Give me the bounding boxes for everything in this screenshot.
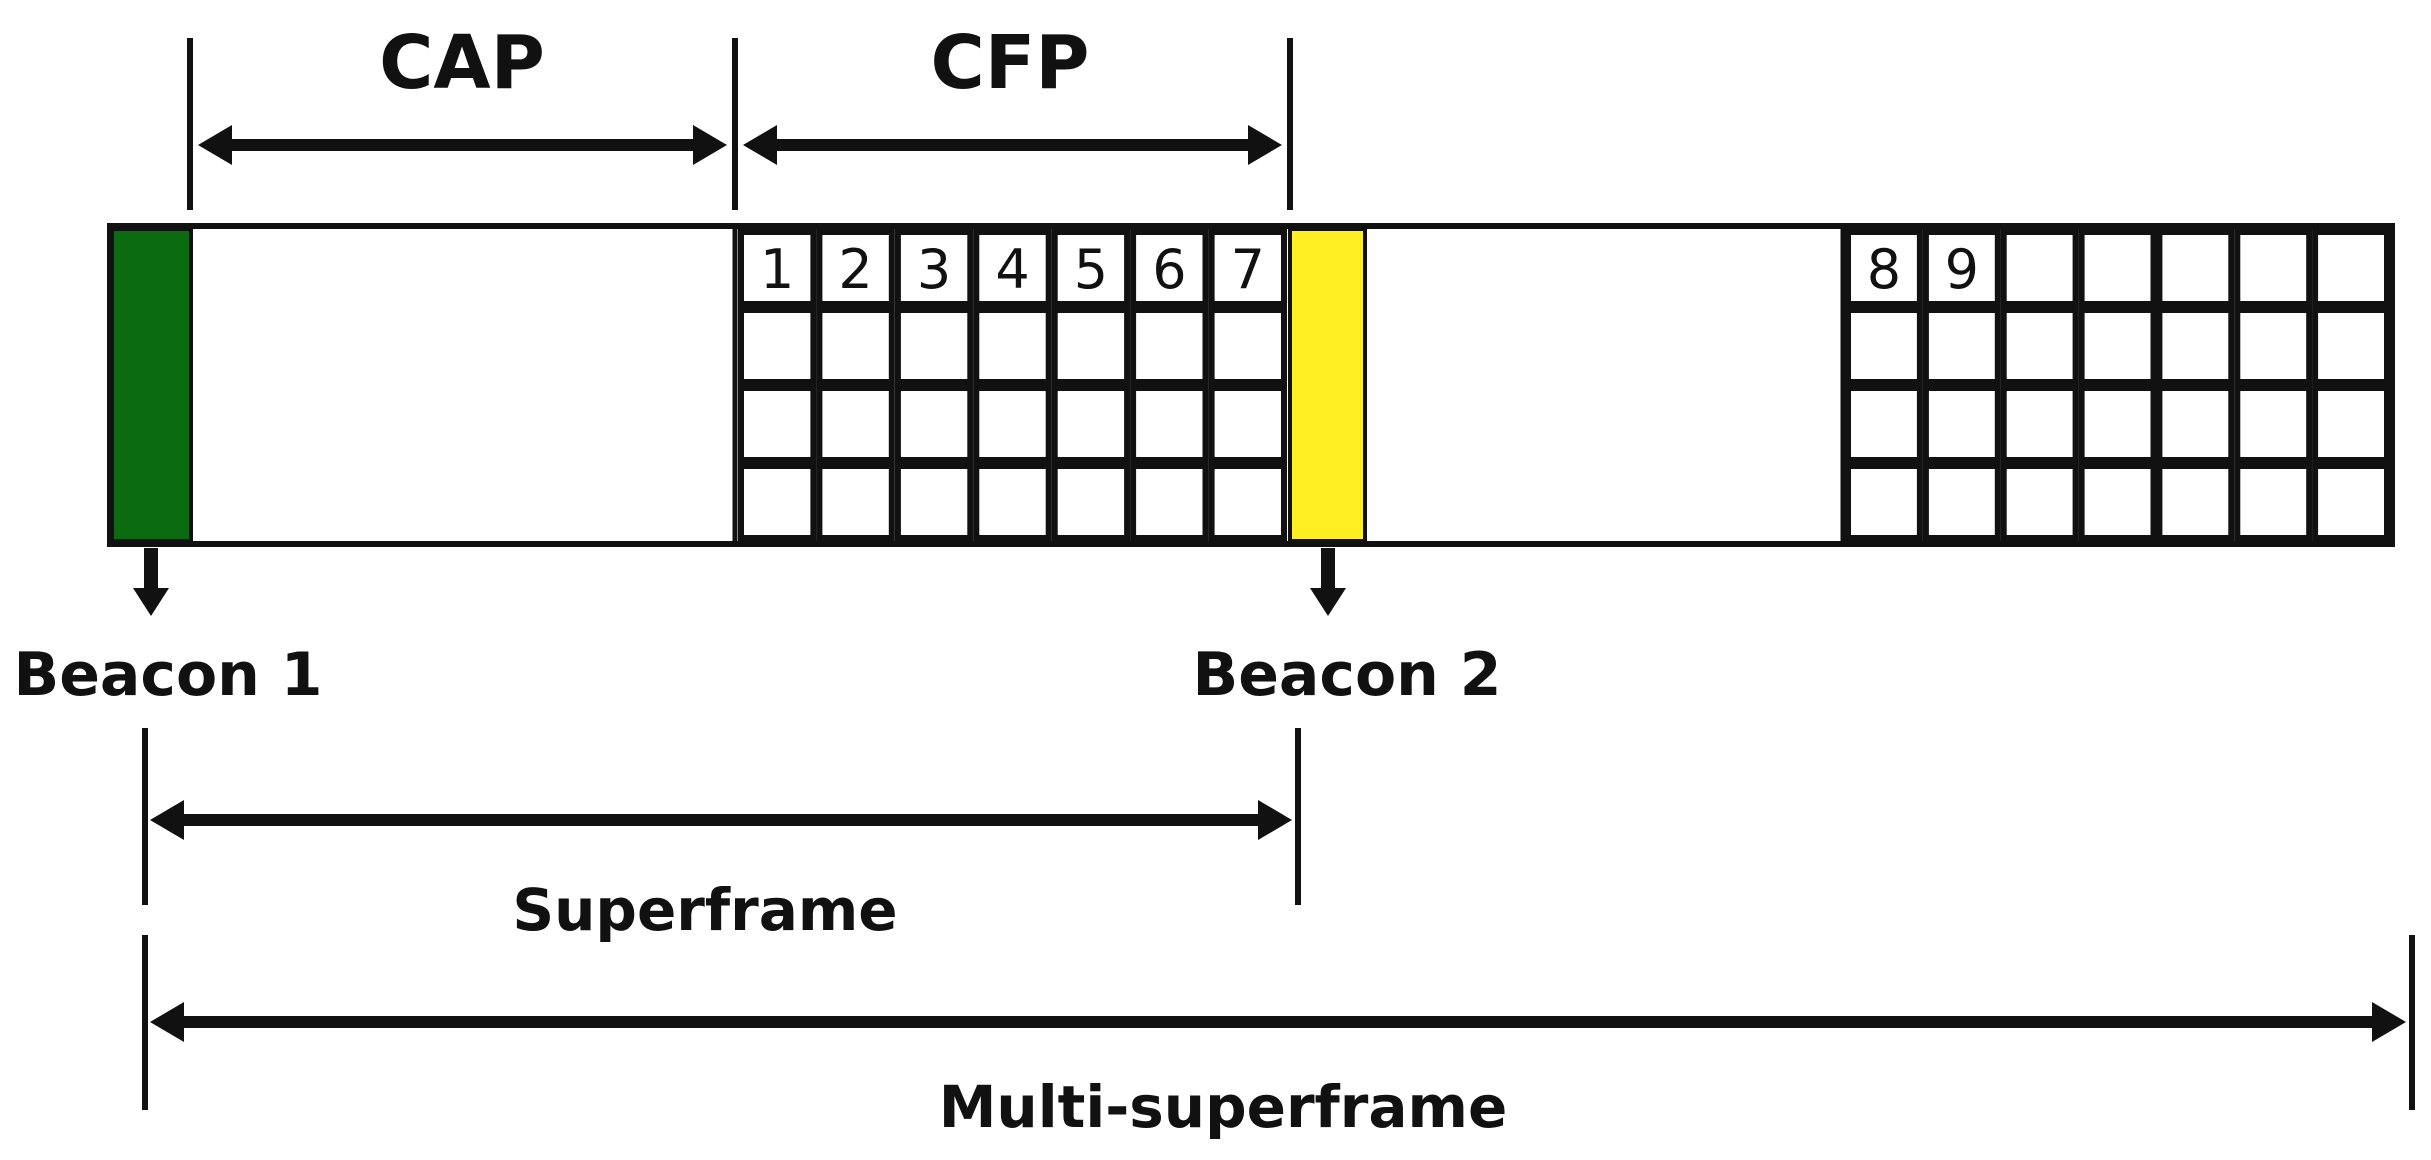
cfp-2-slot-r4-c3 <box>2000 463 2079 541</box>
cap-label: CAP <box>379 20 545 106</box>
cfp-1-slot-r1-c1 <box>738 229 817 307</box>
cfp-1-slot-r3-c4 <box>973 385 1052 463</box>
multi-superframe-arrow <box>150 1002 2406 1042</box>
cfp-2-slot-r2-c5 <box>2156 307 2235 385</box>
cfp-2-slot-r4-c4 <box>2078 463 2157 541</box>
cfp-2-slot-r3-c4 <box>2078 385 2157 463</box>
cfp-2-slot-r2-c3 <box>2000 307 2079 385</box>
cfp-1-slot-number-2: 2 <box>838 238 872 301</box>
cfp-2-slot-r3-c5 <box>2156 385 2235 463</box>
cfp-1-slot-r4-c6 <box>1130 463 1209 541</box>
cfp-2-slot-r2-c1 <box>1845 307 1923 385</box>
cfp-1-slot-r2-c4 <box>973 307 1052 385</box>
superframe-label: Superframe <box>512 876 897 944</box>
superframe-arrow <box>150 800 1292 840</box>
cap-arrow <box>198 125 727 165</box>
cfp-1-slot-r3-c5 <box>1051 385 1131 463</box>
cfp-2-slot-r1-c7 <box>2312 229 2391 307</box>
beacon-1-arrow <box>133 548 169 616</box>
cfp-1-slot-r2-c6 <box>1130 307 1209 385</box>
cfp-2-slot-r4-c1 <box>1845 463 1923 541</box>
cfp-1-slot-r2-c1 <box>738 307 817 385</box>
beacon-1-block <box>110 227 193 543</box>
cfp-2-slot-r1-c6 <box>2234 229 2313 307</box>
cfp-1-slot-r4-c3 <box>894 463 974 541</box>
cfp-1-slot-r2-c7 <box>1208 307 1287 385</box>
beacon-2-label: Beacon 2 <box>1192 640 1501 710</box>
cfp-2-slot-r3-c1 <box>1845 385 1923 463</box>
cfp-2-slot-r3-c7 <box>2312 385 2391 463</box>
cfp-1-slot-r1-c7 <box>1208 229 1287 307</box>
cfp-1-slot-r1-c5 <box>1051 229 1131 307</box>
cfp-2-slot-r1-c1 <box>1845 229 1923 307</box>
cfp-2-slot-r4-c2 <box>1922 463 2001 541</box>
cfp-2-slot-r3-c6 <box>2234 385 2313 463</box>
cfp-2-slot-r2-c4 <box>2078 307 2157 385</box>
cfp-2-slot-r3-c3 <box>2000 385 2079 463</box>
multi-superframe-label: Multi-superframe <box>939 1073 1508 1141</box>
cfp-1-slot-number-5: 5 <box>1074 238 1108 301</box>
cfp-2-slot-r4-c6 <box>2234 463 2313 541</box>
cfp-2-slot-r2-c6 <box>2234 307 2313 385</box>
cfp-1-slot-r3-c3 <box>894 385 974 463</box>
cfp-1-slot-r2-c5 <box>1051 307 1131 385</box>
cfp-2-slot-r2-c7 <box>2312 307 2391 385</box>
cfp-1-slot-r1-c6 <box>1130 229 1209 307</box>
cfp-label: CFP <box>930 20 1089 106</box>
cfp-1-slot-r2-c3 <box>894 307 974 385</box>
cfp-1-slot-r3-c2 <box>816 385 895 463</box>
cfp-2-slot-r1-c2 <box>1922 229 2001 307</box>
cfp-1-slot-number-6: 6 <box>1152 238 1186 301</box>
cfp-1-slot-r1-c2 <box>816 229 895 307</box>
beacon-2-block <box>1288 227 1367 543</box>
cfp-2-slot-r1-c3 <box>2000 229 2079 307</box>
cfp-1-slot-number-1: 1 <box>760 238 794 301</box>
cfp-2-slot-r4-c7 <box>2312 463 2391 541</box>
cfp-2-slot-r1-c4 <box>2078 229 2157 307</box>
cfp-2-slot-number-8: 8 <box>1867 238 1901 301</box>
cfp-1-slot-r3-c7 <box>1208 385 1287 463</box>
beacon-2-arrow <box>1310 548 1346 616</box>
cfp-1-slot-r1-c3 <box>894 229 974 307</box>
cfp-arrow <box>743 125 1282 165</box>
cfp-1-slot-r4-c4 <box>973 463 1052 541</box>
cfp-1-slot-r3-c1 <box>738 385 817 463</box>
cfp-2-slot-r4-c5 <box>2156 463 2235 541</box>
cfp-2-slot-r1-c5 <box>2156 229 2235 307</box>
cfp-1-slot-r4-c5 <box>1051 463 1131 541</box>
cfp-2-slot-r2-c2 <box>1922 307 2001 385</box>
beacon-1-label: Beacon 1 <box>13 640 322 710</box>
cfp-1-slot-r4-c1 <box>738 463 817 541</box>
cfp-1-slot-r1-c4 <box>973 229 1052 307</box>
cfp-1-slot-number-3: 3 <box>917 238 951 301</box>
cfp-2-slot-r3-c2 <box>1922 385 2001 463</box>
cfp-1-slot-number-4: 4 <box>995 238 1029 301</box>
cfp-1-slot-number-7: 7 <box>1231 238 1265 301</box>
cfp-1-slot-r2-c2 <box>816 307 895 385</box>
cfp-1-slot-r4-c2 <box>816 463 895 541</box>
cfp-2-slot-number-9: 9 <box>1945 238 1979 301</box>
cfp-1-slot-r3-c6 <box>1130 385 1209 463</box>
cfp-1-slot-r4-c7 <box>1208 463 1287 541</box>
